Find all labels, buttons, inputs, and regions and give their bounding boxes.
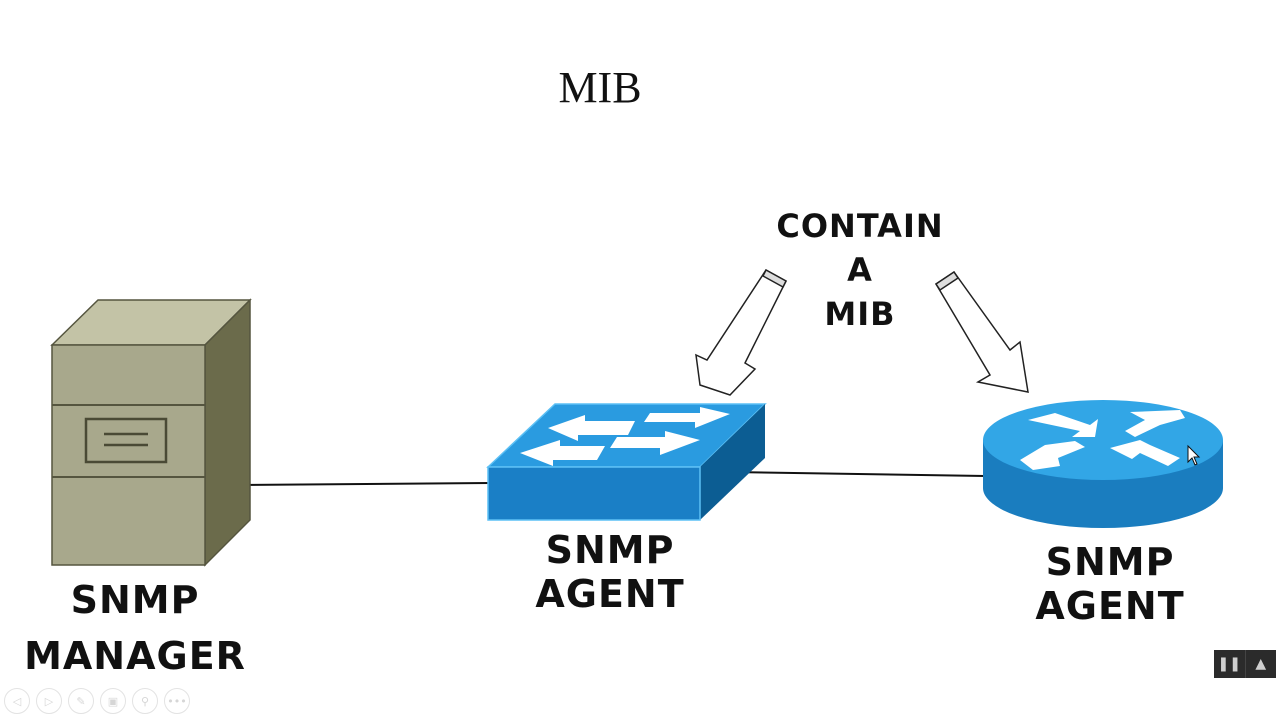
more-options-button[interactable]: ••• [164, 688, 190, 714]
label-line: SNMP [70, 578, 200, 622]
previous-slide-button[interactable]: ◁ [4, 688, 30, 714]
presenter-view-button[interactable]: ▲ [1244, 650, 1277, 678]
pause-icon: ❚❚ [1217, 656, 1241, 672]
slides-icon: ▣ [107, 694, 119, 708]
snmp-manager-label: SNMP MANAGER [20, 572, 250, 684]
more-icon: ••• [167, 694, 187, 708]
switch-icon [486, 403, 767, 521]
zoom-button[interactable]: ⚲ [132, 688, 158, 714]
pen-icon: ✎ [76, 694, 86, 708]
pen-button[interactable]: ✎ [68, 688, 94, 714]
annotation-line: A [847, 251, 873, 289]
slideshow-controls: ◁ ▷ ✎ ▣ ⚲ ••• [4, 688, 190, 714]
link-switch-router [729, 471, 986, 477]
label-line: MANAGER [24, 634, 246, 678]
router-icon [983, 400, 1223, 528]
snmp-agent-switch-label: SNMP AGENT [535, 528, 685, 616]
annotation-line: CONTAIN [776, 207, 944, 245]
slides-button[interactable]: ▣ [100, 688, 126, 714]
video-player-controls: ❚❚ ▲ [1214, 650, 1276, 678]
zoom-icon: ⚲ [140, 694, 150, 708]
contain-a-mib-annotation: CONTAIN A MIB [770, 204, 950, 336]
mouse-cursor-icon [1187, 444, 1201, 466]
snmp-agent-router-label: SNMP AGENT [1035, 540, 1185, 628]
arrow-to-switch-icon [695, 268, 787, 396]
next-icon: ▷ [44, 694, 54, 708]
arrow-to-router-icon [934, 270, 1029, 393]
link-manager-switch [235, 482, 491, 486]
annotation-line: MIB [824, 295, 896, 333]
presenter-icon: ▲ [1255, 656, 1267, 672]
previous-icon: ◁ [12, 694, 22, 708]
next-slide-button[interactable]: ▷ [36, 688, 62, 714]
server-icon [50, 298, 252, 567]
pause-button[interactable]: ❚❚ [1214, 650, 1245, 678]
slide-title: MIB [558, 63, 642, 112]
